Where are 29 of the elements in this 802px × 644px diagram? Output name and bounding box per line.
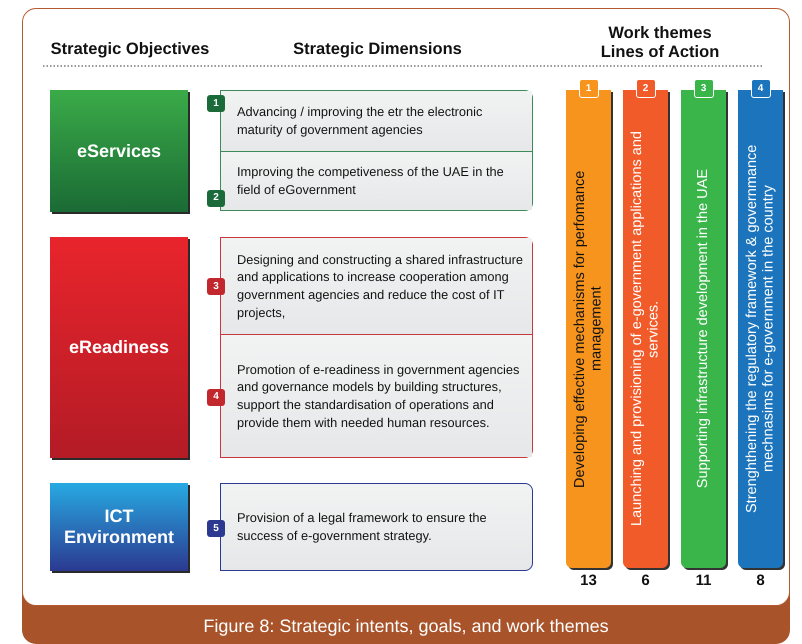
objective-box: ICT Environment (50, 483, 188, 571)
theme-text: Launching and provisioning of e-government applications and services. (628, 130, 662, 528)
theme-text: Strenghthening the regulatory framework & governmance mechnasims for e-government in the country (744, 144, 778, 516)
dimension-text: Advancing / improving the etr the electronic maturity of government agencies (237, 103, 484, 139)
column-heading: Strategic Objectives (50, 40, 210, 59)
theme-count: 11 (694, 572, 712, 589)
figure-caption: Figure 8: Strategic intents, goals, and work themes (202, 616, 610, 637)
number-badge: 4 (207, 388, 225, 406)
theme-count: 6 (640, 572, 651, 589)
number-badge: 5 (207, 520, 225, 537)
theme-text: Supporting infrastructure development in the UAE (695, 169, 712, 489)
dimension-text: Promotion of e-readiness in government agencies and governance models by building structures, support the standardisation of operations and provide them with needed human resources. (237, 360, 520, 432)
objective-box: eServices (50, 90, 188, 212)
number-badge: 3 (694, 79, 714, 98)
theme-text: Developing effective mechanisms for perfomance management (572, 169, 606, 490)
column-heading: Work themes Lines of Action (600, 24, 720, 62)
theme-count: 13 (579, 572, 598, 589)
number-badge: 1 (578, 79, 598, 98)
number-badge: 3 (207, 278, 225, 295)
number-badge: 2 (207, 190, 225, 206)
dimension-text: Provision of a legal framework to ensure the success of e-government strategy. (237, 509, 488, 545)
number-badge: 1 (207, 95, 225, 112)
theme-count: 8 (755, 572, 766, 589)
column-heading: Strategic Dimensions (292, 40, 463, 59)
number-badge: 4 (750, 79, 770, 98)
dimension-text: Designing and constructing a shared infrastructure and applications to increase cooperation among government agencies and reduce the cost of IT projects, (237, 250, 524, 322)
objective-box: eReadiness (50, 237, 188, 458)
dimension-text: Improving the competiveness of the UAE in the field of eGovernment (237, 163, 505, 199)
number-badge: 2 (636, 79, 656, 98)
